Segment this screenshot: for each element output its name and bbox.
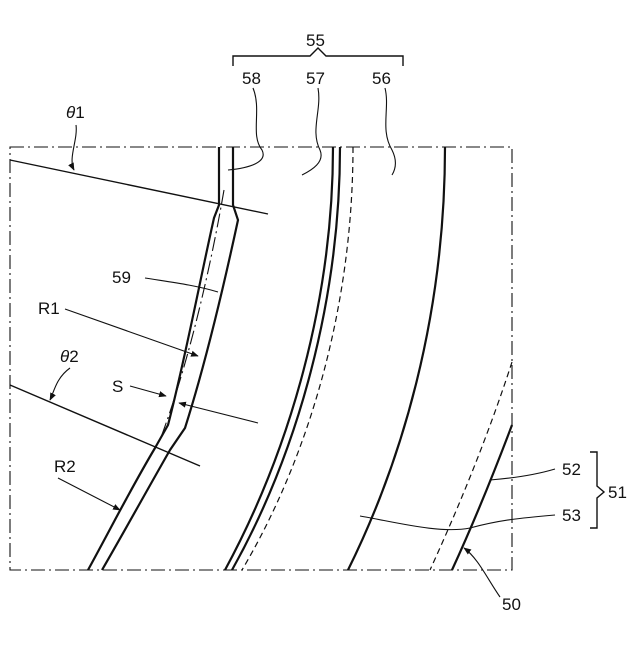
layer-53-dashed-boundary [430,362,512,570]
label-S: S [112,377,123,396]
theta1-index: 1 [75,103,84,122]
theta2-reference-line [10,385,200,466]
frame-outline [10,147,512,570]
theta1-reference-line [10,160,268,214]
brace-51 [590,452,604,528]
label-R2: R2 [54,457,76,476]
label-56: 56 [372,69,391,88]
label-53: 53 [562,506,581,525]
leader-R2 [58,478,120,510]
leader-S-arrow-2 [179,403,258,423]
leader-52 [490,469,555,480]
label-59: 59 [112,268,131,287]
leader-59 [145,278,218,292]
layer-56-boundary [348,147,445,570]
layer-57-boundary-a [225,147,333,570]
label-R1: R1 [38,299,60,318]
label-51: 51 [608,483,627,502]
label-55: 55 [306,31,325,50]
label-theta1: θ1 [66,103,85,122]
layer-57-dashed-boundary [242,147,353,570]
layer-58-left-boundary [88,147,219,570]
brace-55 [233,48,403,66]
leader-56 [385,88,395,175]
leader-theta2 [50,368,70,400]
leader-57 [302,88,321,175]
label-52: 52 [562,460,581,479]
leader-theta1 [72,125,76,170]
leader-S-arrow-1 [130,386,166,396]
label-57: 57 [306,69,325,88]
label-58: 58 [242,69,261,88]
label-theta2: θ2 [60,347,79,366]
leader-53 [360,515,555,530]
leader-R1 [65,309,198,356]
theta2-index: 2 [69,347,78,366]
leader-50 [464,548,500,597]
label-50: 50 [502,595,521,614]
